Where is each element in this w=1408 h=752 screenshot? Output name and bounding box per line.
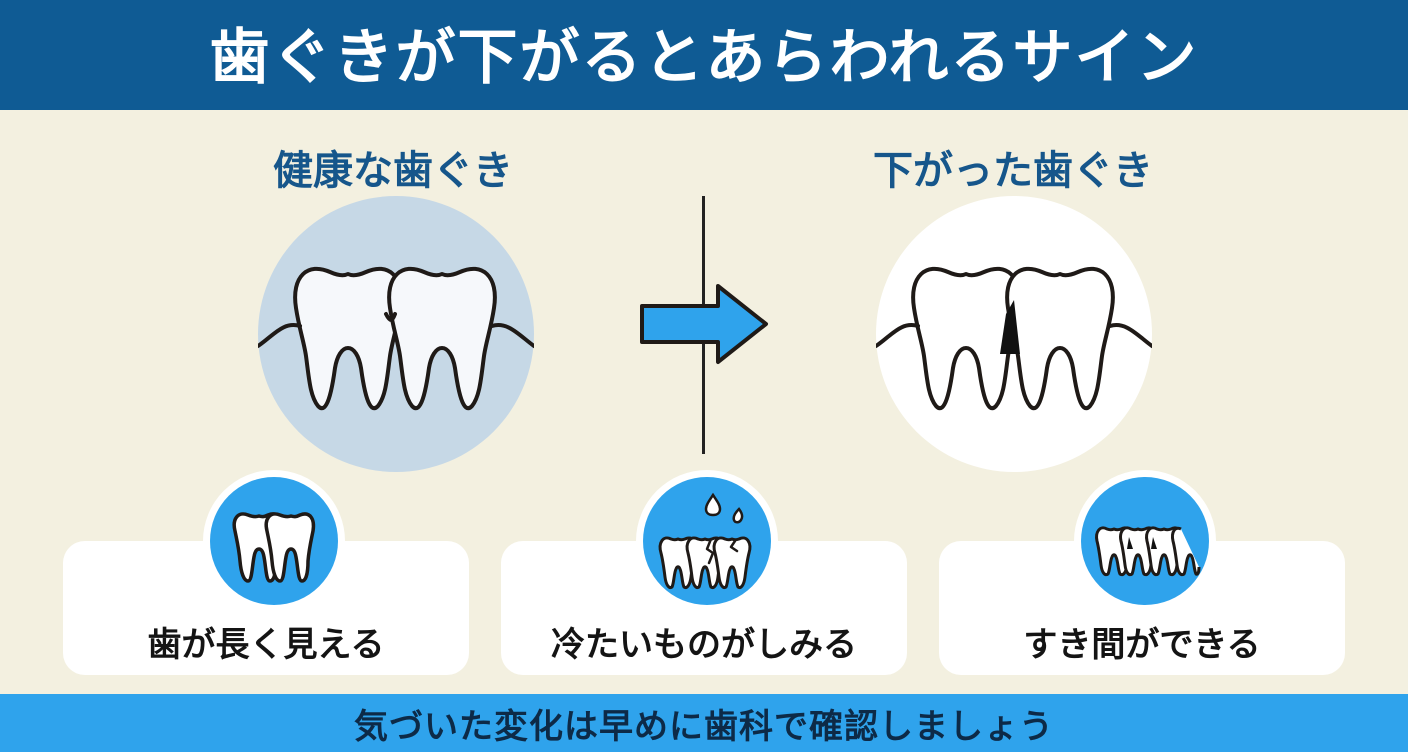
header-banner: 歯ぐきが下がるとあらわれるサイン — [0, 0, 1408, 110]
healthy-teeth-icon — [258, 266, 534, 411]
card-label: 歯が長く見える — [147, 625, 385, 665]
sensitivity-badge — [636, 470, 778, 612]
healthy-gums-title: 健康な歯ぐき — [273, 148, 513, 194]
receded-gums-illustration — [876, 196, 1152, 472]
long-teeth-badge — [203, 470, 345, 612]
right-arrow-icon — [640, 284, 768, 364]
receded-teeth-icon — [876, 266, 1152, 411]
gap-teeth-icon — [1095, 526, 1201, 577]
sensitive-tooth-icon — [658, 492, 752, 589]
healthy-gums-illustration — [258, 196, 534, 472]
footer-banner: 気づいた変化は早めに歯科で確認しましょう — [0, 694, 1408, 752]
card-label: 冷たいものがしみる — [551, 625, 857, 665]
footer-message: 気づいた変化は早めに歯科で確認しましょう — [354, 706, 1054, 747]
gap-badge — [1074, 470, 1216, 612]
receded-gums-title: 下がった歯ぐき — [873, 148, 1153, 194]
page-title: 歯ぐきが下がるとあらわれるサイン — [209, 22, 1199, 93]
long-teeth-icon — [232, 512, 316, 583]
card-label: すき間ができる — [1023, 625, 1261, 665]
